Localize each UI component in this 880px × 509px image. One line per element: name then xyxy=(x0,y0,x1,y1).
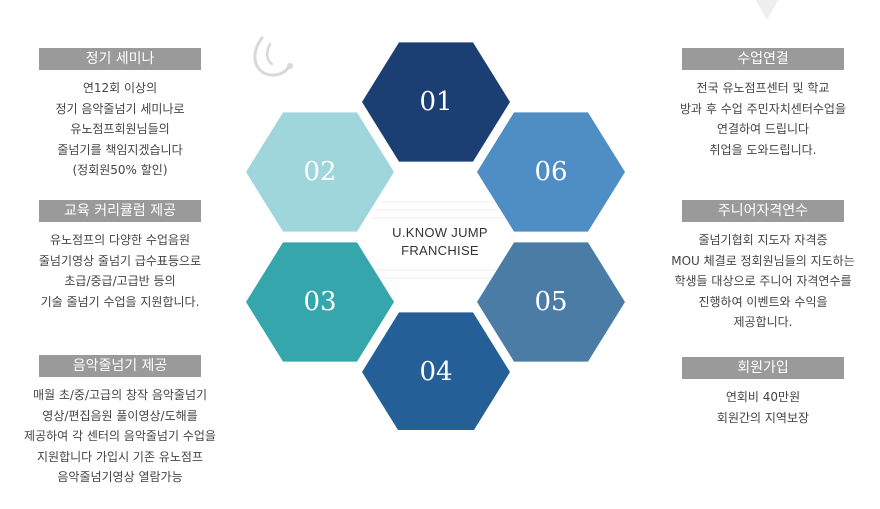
center-line-2: FRANCHISE xyxy=(401,243,479,258)
junior-training-description: 줄넘기협회 지도자 자격증 MOU 체결로 정회원님들의 지도하는 학생들 대상… xyxy=(671,233,855,329)
ukj-logo-icon xyxy=(253,36,293,77)
curriculum-title: 교육 커리큘럼 제공 xyxy=(39,200,201,222)
membership-description: 연회비 40만원 회원간의 지역보장 xyxy=(716,390,810,425)
franchise-center-label: U.KNOW JUMP FRANCHISE xyxy=(360,224,520,260)
curriculum-description: 유노점프의 다양한 수업음원 줄넘기영상 줄넘기 급수표등으로 초급/중급/고급… xyxy=(38,233,202,309)
right-block-class-connect: 수업연결 전국 유노점프센터 및 학교 방과 후 수업 주민자치센터수업을 연결… xyxy=(643,48,880,160)
hexagon-06-label: 06 xyxy=(534,157,568,187)
left-block-curriculum: 교육 커리큘럼 제공 유노점프의 다양한 수업음원 줄넘기영상 줄넘기 급수표등… xyxy=(0,200,240,312)
hexagon-05-label: 05 xyxy=(534,287,568,317)
hexagon-04-label: 04 xyxy=(419,357,453,387)
left-block-seminar: 정기 세미나 연12회 이상의 정기 음악줄넘기 세미나로 유노점프회원님들의 … xyxy=(0,48,240,181)
center-line-1: U.KNOW JUMP xyxy=(392,225,488,240)
right-block-membership: 회원가입 연회비 40만원 회원간의 지역보장 xyxy=(643,357,880,428)
class-connect-description: 전국 유노점프센터 및 학교 방과 후 수업 주민자치센터수업을 연결하여 드립… xyxy=(679,81,846,157)
hexagon-cluster: 01 02 06 03 05 04 U.KNOW JUMP FRANCHISE xyxy=(240,30,640,430)
hexagon-04 xyxy=(362,312,510,430)
seminar-description: 연12회 이상의 정기 음악줄넘기 세미나로 유노점프회원님들의 줄넘기를 책임… xyxy=(55,81,185,177)
hexagon-05 xyxy=(477,242,625,362)
hexagon-02 xyxy=(246,112,394,232)
right-block-junior-training: 주니어자격연수 줄넘기협회 지도자 자격증 MOU 체결로 정회원님들의 지도하… xyxy=(643,200,880,333)
seminar-title: 정기 세미나 xyxy=(39,48,201,70)
class-connect-title: 수업연결 xyxy=(682,48,844,70)
hexagon-06 xyxy=(477,112,625,232)
hexagon-02-label: 02 xyxy=(303,157,337,187)
left-block-music-jumprope: 음악줄넘기 제공 매월 초/중/고급의 창작 음악줄넘기 영상/편집음원 풀이영… xyxy=(0,355,240,488)
hexagon-01 xyxy=(362,42,510,162)
hexagon-01-label: 01 xyxy=(419,87,453,117)
junior-training-title: 주니어자격연수 xyxy=(682,200,844,222)
music-jumprope-description: 매월 초/중/고급의 창작 음악줄넘기 영상/편집음원 풀이영상/도해를 제공하… xyxy=(24,388,216,484)
corner-triangle-decoration xyxy=(755,0,779,20)
hexagon-svg xyxy=(246,42,625,430)
hexagon-03 xyxy=(246,242,394,362)
center-lines xyxy=(370,201,510,279)
hexagon-03-label: 03 xyxy=(303,287,337,317)
music-jumprope-title: 음악줄넘기 제공 xyxy=(39,355,201,377)
membership-title: 회원가입 xyxy=(682,357,844,379)
